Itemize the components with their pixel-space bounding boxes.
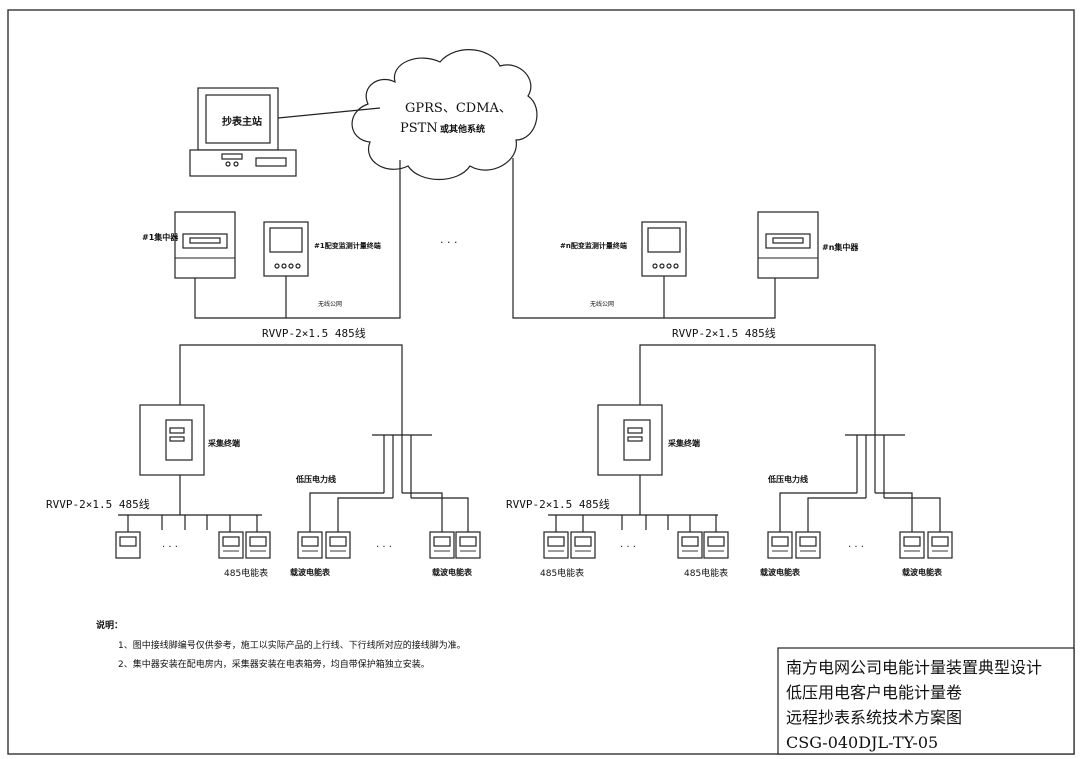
left-485-bus [179,344,403,435]
title-line-2: 低压用电客户电能计量卷 [786,683,962,702]
left-485-meter-b [218,531,244,559]
left-carrier-meter-label-2: 载波电能表 [432,567,473,577]
notes-title: 说明： [96,619,123,631]
left-uplink-line [194,160,401,319]
right-collector [597,404,663,476]
left-lv-line-label: 低压电力线 [295,474,336,484]
left-terminal-label: #1配变监测计量终端 [314,241,381,250]
right-concentrator [757,211,819,279]
right-concentrator-label: #n集中器 [822,242,859,252]
right-carrier-meter-a [767,531,793,559]
notes-block: 说明： 1、图中接线脚编号仅供参考，施工以实际产品的上行线、下行线所对应的接线脚… [96,619,466,670]
right-485-meter-a [543,531,569,559]
left-wireless-label: 无线公网 [318,300,342,308]
left-collector [139,404,205,476]
right-485-bus [639,344,876,435]
left-lv-busbar [309,434,469,532]
left-concentrator-label: #1集中器 [142,232,179,242]
left-rs485-bus-label: RVVP-2×1.5 485线 [46,497,150,511]
network-label-suffix: 或其他系统 [440,123,485,135]
master-station-computer: 抄表主站 [189,87,297,177]
left-collector-label: 采集终端 [207,438,240,448]
right-485-meter-label-2: 485电能表 [684,567,728,579]
notes-item-2: 2、集中器安装在配电房内，采集器安装在电表箱旁，均自带保护箱独立安装。 [118,658,430,670]
right-lv-busbar [779,434,941,532]
right-carrier-meter-c [899,531,925,559]
right-collector-label: 采集终端 [667,438,700,448]
right-carrier-meter-b [795,531,821,559]
network-label-line1: GPRS、CDMA、 [405,101,512,116]
network-label-line2: PSTN [400,121,438,136]
left-bus-label: RVVP-2×1.5 485线 [262,326,366,340]
left-carrier-meter-label-1: 载波电能表 [290,567,331,577]
right-uplink-line [512,158,776,319]
right-wireless-label: 无线公网 [590,300,614,308]
right-lv-line-label: 低压电力线 [767,474,808,484]
drawing-frame [7,9,1075,755]
left-carrier-ellipsis: · · · [376,542,392,553]
notes-item-1: 1、图中接线脚编号仅供参考，施工以实际产品的上行线、下行线所对应的接线脚为准。 [118,639,466,651]
right-485-meter-label-1: 485电能表 [540,567,584,579]
right-485-meter-b [570,531,596,559]
left-carrier-meter-b [325,531,351,559]
right-carrier-meter-label-2: 载波电能表 [902,567,943,577]
right-carrier-ellipsis: · · · [848,542,864,553]
right-terminal-label: #n配变监测计量终端 [560,241,627,250]
left-concentrator [174,211,236,279]
right-485-ellipsis: · · · [620,542,636,553]
title-block: 南方电网公司电能计量装置典型设计 低压用电客户电能计量卷 远程抄表系统技术方案图… [777,647,1075,755]
right-485-meter-c [677,531,703,559]
title-line-3: 远程抄表系统技术方案图 [786,708,962,727]
left-485-meter-label: 485电能表 [224,567,268,579]
right-rs485-bus-label: RVVP-2×1.5 485线 [506,497,610,511]
upper-ellipsis: · · · [440,236,457,249]
left-carrier-meter-a [297,531,323,559]
master-station-label: 抄表主站 [222,115,262,128]
network-cloud: GPRS、CDMA、 PSTN 或其他系统 [351,49,538,181]
right-485-meter-d [703,531,729,559]
left-carrier-meter-c [429,531,455,559]
right-bus-label: RVVP-2×1.5 485线 [672,326,776,340]
master-to-cloud-link [277,107,381,119]
right-carrier-meter-label-1: 载波电能表 [760,567,801,577]
left-485-meter-a [115,531,141,559]
left-485-meter-c [245,531,271,559]
right-carrier-meter-d [927,531,953,559]
right-monitor-terminal [641,221,687,277]
left-485-ellipsis: · · · [162,542,178,553]
title-code: CSG-040DJL-TY-05 [786,733,938,752]
left-monitor-terminal [263,221,309,277]
left-carrier-meter-d [455,531,481,559]
title-line-1: 南方电网公司电能计量装置典型设计 [786,658,1042,677]
